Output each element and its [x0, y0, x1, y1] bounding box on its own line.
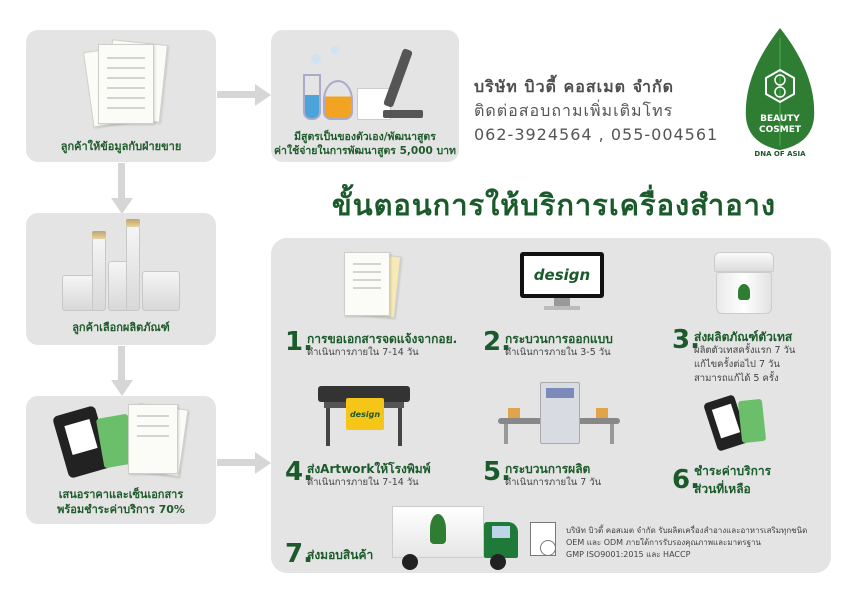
- folder-text: design: [349, 409, 381, 419]
- flow-arrow-shaft: [118, 346, 125, 384]
- certificate-icon: [530, 522, 560, 562]
- step-number: 4.: [285, 457, 313, 487]
- formula-label-line2: ค่าใช้จ่ายในการพัฒนาสูตร 5,000 บาท: [274, 145, 456, 157]
- step-title: ส่งผลิตภัณฑ์ตัวเทส: [694, 330, 793, 344]
- step-title-line2: ส่วนที่เหลือ: [694, 482, 751, 496]
- logo-tagline: DNA OF ASIA: [754, 150, 806, 158]
- certificate-line3: GMP ISO9001:2015 และ HACCP: [566, 550, 691, 559]
- step-box-quote-sign: เสนอราคาและเซ็นเอกสาร พร้อมชำระค่าบริการ…: [26, 396, 216, 524]
- step-number: 1.: [285, 327, 313, 357]
- step-number: 2.: [483, 327, 511, 357]
- step-desc: ดำเนินการภายใน 7-14 วัน: [307, 347, 419, 358]
- step-box-choose-product: ลูกค้าเลือกผลิตภัณฑ์: [26, 213, 216, 345]
- flow-arrow-down-icon: [111, 380, 133, 396]
- flow-arrow-down-icon: [111, 198, 133, 214]
- step-desc: ดำเนินการภายใน 7-14 วัน: [307, 477, 419, 488]
- company-name: บริษัท บิวตี้ คอสเมต จำกัด: [474, 77, 675, 96]
- step-title: การขอเอกสารจดแจ้งจากอย.: [307, 332, 458, 346]
- step-desc-line2: แก้ไขครั้งต่อไป 7 วัน: [694, 359, 780, 370]
- logo-line1: BEAUTY: [760, 114, 800, 124]
- document-stack-icon: [82, 38, 168, 133]
- phone-numbers: 062-3924564 , 055-004561: [474, 125, 719, 144]
- delivery-truck-icon: [392, 504, 520, 570]
- printer-icon: design: [318, 380, 410, 448]
- formula-label-line1: มีสูตรเป็นของตัวเอง/พัฒนาสูตร: [294, 131, 436, 143]
- flow-arrow-right-icon: [255, 452, 271, 474]
- quote-sign-label-line2: พร้อมชำระค่าบริการ 70%: [57, 503, 185, 516]
- step-title: ชำระค่าบริการ: [694, 464, 772, 478]
- contact-label: ติดต่อสอบถามเพิ่มเติมโทร: [474, 101, 674, 120]
- step-desc: ดำเนินการภายใน 7 วัน: [505, 477, 602, 488]
- step-number: 3.: [672, 325, 700, 355]
- beauty-cosmet-logo: BEAUTY COSMET DNA OF ASIA: [742, 26, 818, 162]
- step-box-customer-info: ลูกค้าให้ข้อมูลกับฝ่ายขาย: [26, 30, 216, 162]
- cosmetic-bottles-icon: [60, 217, 184, 317]
- lab-equipment-icon: [301, 44, 431, 130]
- test-jar-icon: [712, 252, 776, 316]
- design-monitor-icon: design: [520, 252, 604, 310]
- flow-arrow-shaft: [217, 459, 257, 466]
- step-desc: ดำเนินการภายใน 3-5 วัน: [505, 347, 611, 358]
- phone-money-docs-icon: [52, 400, 196, 480]
- customer-info-label: ลูกค้าให้ข้อมูลกับฝ่ายขาย: [60, 140, 182, 153]
- step1-document-icon: [340, 250, 404, 320]
- formula-box: มีสูตรเป็นของตัวเอง/พัฒนาสูตร ค่าใช้จ่าย…: [271, 30, 459, 162]
- step-number: 5.: [483, 457, 511, 487]
- quote-sign-label-line1: เสนอราคาและเซ็นเอกสาร: [58, 488, 184, 501]
- production-line-icon: [498, 378, 620, 446]
- step-desc-line1: ผลิตตัวเทสครั้งแรก 7 วัน: [694, 345, 796, 356]
- step-title: ส่งมอบสินค้า: [307, 548, 374, 562]
- certificate-text: บริษัท บิวตี้ คอสเมต จำกัด รับผลิตเครื่อ…: [566, 525, 807, 561]
- phone-money-icon: [703, 394, 770, 452]
- certificate-line2: OEM และ ODM ภายใต้การรับรองคุณภาพและมาตร…: [566, 538, 761, 547]
- company-info: บริษัท บิวตี้ คอสเมต จำกัด ติดต่อสอบถามเ…: [474, 75, 734, 147]
- page-title: ขั้นตอนการให้บริการเครื่องสำอาง: [331, 188, 777, 222]
- step-number: 6.: [672, 465, 700, 495]
- flow-arrow-right-icon: [255, 84, 271, 106]
- flow-arrow-shaft: [217, 91, 257, 98]
- step-title: ส่งArtworkให้โรงพิมพ์: [307, 462, 431, 476]
- design-screen-text: design: [533, 266, 591, 284]
- step-number: 7.: [285, 539, 313, 569]
- leaf-hexagon-icon: [742, 28, 818, 162]
- choose-product-label: ลูกค้าเลือกผลิตภัณฑ์: [72, 321, 170, 334]
- certificate-line1: บริษัท บิวตี้ คอสเมต จำกัด รับผลิตเครื่อ…: [566, 526, 808, 535]
- step-desc-line3: สามารถแก้ได้ 5 ครั้ง: [694, 373, 779, 384]
- step-title: กระบวนการผลิต: [505, 462, 591, 476]
- logo-line2: COSMET: [759, 125, 801, 135]
- flow-arrow-shaft: [118, 163, 125, 201]
- step-title: กระบวนการออกแบบ: [505, 332, 613, 346]
